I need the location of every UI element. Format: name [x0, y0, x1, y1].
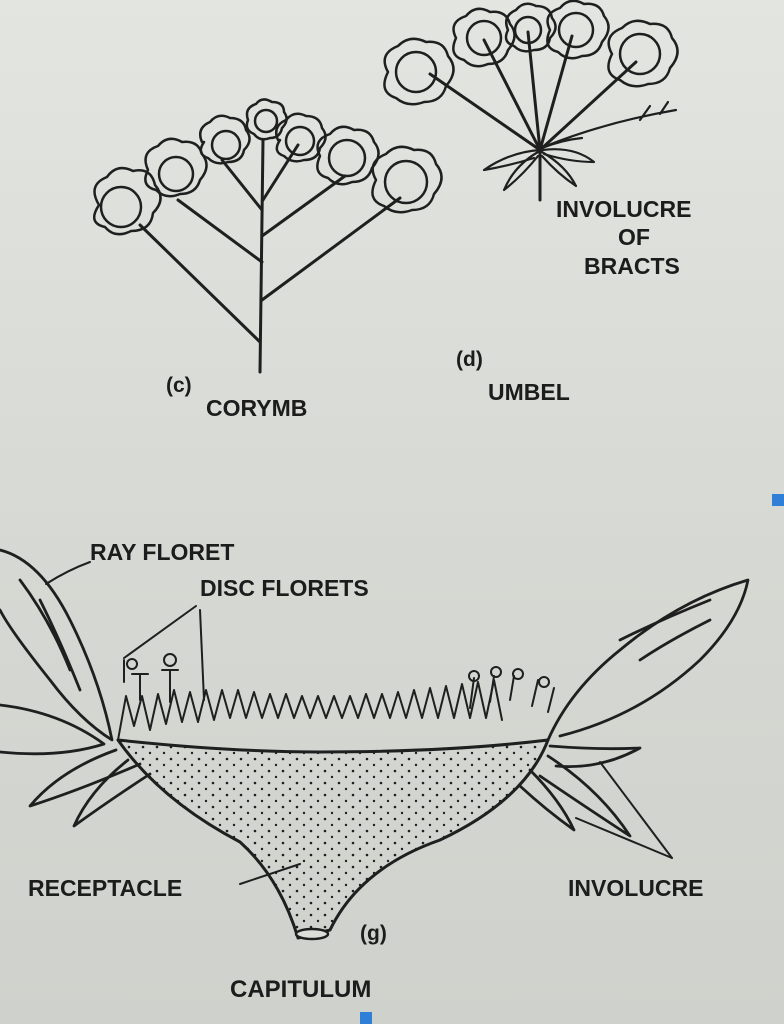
corymb-stalks: [138, 138, 402, 374]
umbel-label: UMBEL: [488, 379, 570, 405]
umbel-drawing: [383, 0, 679, 202]
umbel-letter: (d): [456, 348, 483, 371]
receptacle-label: RECEPTACLE: [28, 875, 182, 901]
capitulum-drawing: [0, 548, 750, 941]
umbel-rays: [428, 30, 638, 202]
disc-florets-row: [117, 653, 555, 741]
resize-handle-bottom[interactable]: [360, 1012, 372, 1024]
involucre-of-bracts-line1: INVOLUCRE: [556, 196, 691, 222]
involucre-label: INVOLUCRE: [568, 875, 703, 901]
capitulum-letter: (g): [360, 922, 387, 945]
corymb-label: CORYMB: [206, 395, 307, 421]
ray-floret-label: RAY FLORET: [90, 539, 234, 565]
involucre-bracts: [28, 744, 642, 838]
disc-florets-label: DISC FLORETS: [200, 575, 369, 601]
resize-handle-right[interactable]: [772, 494, 784, 506]
receptacle-body: [116, 738, 550, 940]
corymb-flowers: [92, 98, 443, 236]
capitulum-label: CAPITULUM: [230, 976, 371, 1003]
ray-florets: [0, 548, 750, 756]
corymb-letter: (c): [166, 374, 192, 397]
umbel-bracts: [482, 100, 678, 192]
umbel-flowers: [383, 0, 679, 106]
involucre-of-bracts-line3: BRACTS: [584, 253, 680, 279]
corymb-drawing: [92, 98, 443, 374]
leader-lines: [45, 561, 673, 885]
involucre-of-bracts-line2: OF: [618, 224, 650, 250]
